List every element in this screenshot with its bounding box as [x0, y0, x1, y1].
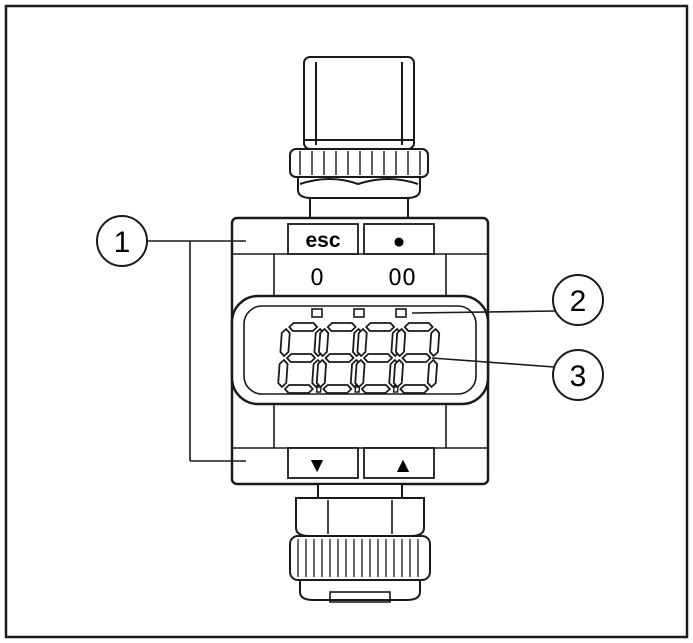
- display-segment-d: [399, 384, 430, 394]
- bottom-neck: [317, 483, 403, 499]
- esc-button[interactable]: [287, 223, 359, 255]
- display-segment-d: [360, 384, 391, 394]
- bottom-knurled-ring: [289, 535, 431, 581]
- top-nut-knurl: [299, 151, 421, 175]
- display-segment-f: [395, 328, 407, 357]
- callout-2-circle: [552, 274, 604, 326]
- top-button-row: esc ●: [287, 223, 435, 255]
- led1-mark: 0: [310, 266, 324, 291]
- bottom-hex-nut: [295, 497, 425, 537]
- up-button[interactable]: [363, 447, 435, 479]
- status-led-2: [353, 308, 365, 318]
- bottom-button-row: ▼ ▲: [287, 447, 435, 479]
- bottom-ring-knurl: [297, 539, 419, 577]
- display-digit: [392, 322, 441, 394]
- esc-button-label: esc: [305, 229, 340, 252]
- top-plug-body: [303, 56, 415, 150]
- callout-3: 3: [431, 349, 604, 401]
- display-segment-d: [322, 384, 353, 394]
- down-button[interactable]: [287, 447, 359, 479]
- display-segment-e: [277, 359, 289, 388]
- display-segment-g: [324, 353, 355, 363]
- display-decimal-point: [354, 386, 361, 393]
- status-led-1: [311, 308, 323, 318]
- top-collar-contour: [299, 178, 419, 186]
- display-segment-g: [401, 353, 432, 363]
- enter-button-dot-icon: ●: [393, 230, 406, 253]
- callout-2: 2: [411, 274, 604, 326]
- bottom-cap-slot: [329, 591, 391, 603]
- display-segment-e: [392, 359, 404, 388]
- enter-button[interactable]: [363, 223, 435, 255]
- callout-1-number: 1: [114, 226, 131, 259]
- callout-2-leader: [411, 310, 557, 314]
- display-segment-g: [286, 353, 316, 363]
- callout-3-leader: [431, 357, 555, 368]
- display-segment-d: [283, 384, 314, 394]
- callout-3-circle: [552, 349, 604, 401]
- display-segment-e: [354, 359, 366, 388]
- led2-mark: 00: [388, 266, 416, 291]
- display-decimal-point: [392, 386, 399, 393]
- display-segment-c: [426, 359, 438, 388]
- down-arrow-icon: ▼: [307, 454, 328, 477]
- seven-segment-display: [277, 322, 441, 394]
- display-segment-a: [288, 322, 319, 332]
- callout-2-number: 2: [570, 285, 587, 318]
- top-connector: [289, 56, 429, 219]
- callout-3-number: 3: [570, 360, 587, 393]
- display-segment-a: [365, 322, 396, 332]
- bottom-connector: [289, 483, 431, 603]
- bottom-cap: [299, 579, 421, 601]
- display-segment-e: [315, 359, 327, 388]
- display-segment-f: [318, 328, 330, 357]
- display-decimal-point: [315, 386, 322, 393]
- display-segment-f: [356, 328, 368, 357]
- callout-1-leader: [147, 240, 246, 462]
- display-segment-a: [326, 322, 357, 332]
- status-leds: [311, 308, 407, 318]
- callout-1: 1: [96, 215, 246, 462]
- up-arrow-icon: ▲: [393, 454, 414, 477]
- display-segment-b: [429, 328, 441, 357]
- top-neck: [309, 197, 409, 219]
- display-segment-f: [279, 328, 291, 357]
- display-segment-a: [403, 322, 434, 332]
- display-segment-g: [363, 353, 393, 363]
- status-led-3: [395, 308, 407, 318]
